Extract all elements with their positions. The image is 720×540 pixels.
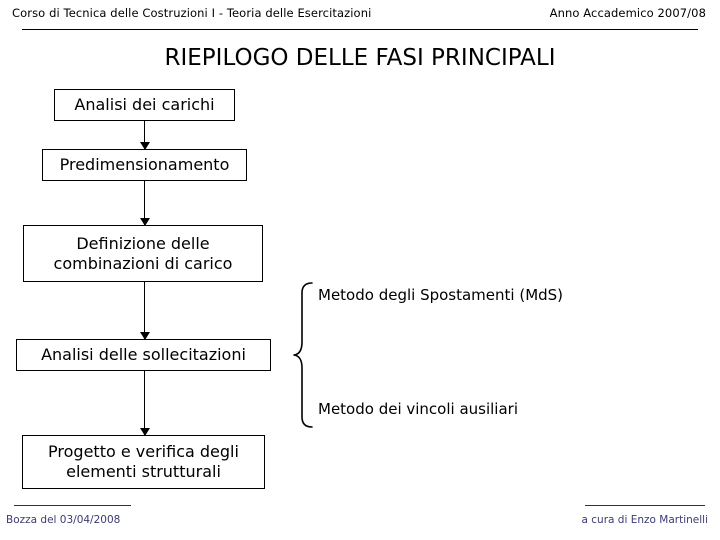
arrow-connector-2 xyxy=(140,181,151,226)
footer-author: a cura di Enzo Martinelli xyxy=(581,514,708,526)
header-divider-rule xyxy=(22,29,698,30)
page-title: RIEPILOGO DELLE FASI PRINCIPALI xyxy=(164,45,556,71)
arrow-connector-3 xyxy=(140,282,151,340)
arrow-connector-1 xyxy=(140,121,151,150)
flow-box-progetto-verifica[interactable]: Progetto e verifica degli elementi strut… xyxy=(22,435,265,489)
side-label-metodo-spostamenti: Metodo degli Spostamenti (MdS) xyxy=(318,286,564,304)
arrow-connector-4 xyxy=(140,371,151,436)
footer-rule-right xyxy=(585,505,705,506)
side-label-metodo-vincoli: Metodo dei vincoli ausiliari xyxy=(318,400,519,418)
footer-draft-date: Bozza del 03/04/2008 xyxy=(6,514,121,526)
flow-box-analisi-dei-carichi[interactable]: Analisi dei carichi xyxy=(54,89,235,121)
flow-box-analisi-sollecitazioni[interactable]: Analisi delle sollecitazioni xyxy=(16,339,271,371)
flow-box-definizione-combinazioni[interactable]: Definizione delle combinazioni di carico xyxy=(23,225,263,282)
curly-brace-icon xyxy=(272,280,316,430)
flow-box-predimensionamento[interactable]: Predimensionamento xyxy=(42,149,247,181)
header-course-title: Corso di Tecnica delle Costruzioni I - T… xyxy=(12,6,372,20)
header-academic-year: Anno Accademico 2007/08 xyxy=(549,6,706,20)
footer-rule-left xyxy=(14,505,131,506)
